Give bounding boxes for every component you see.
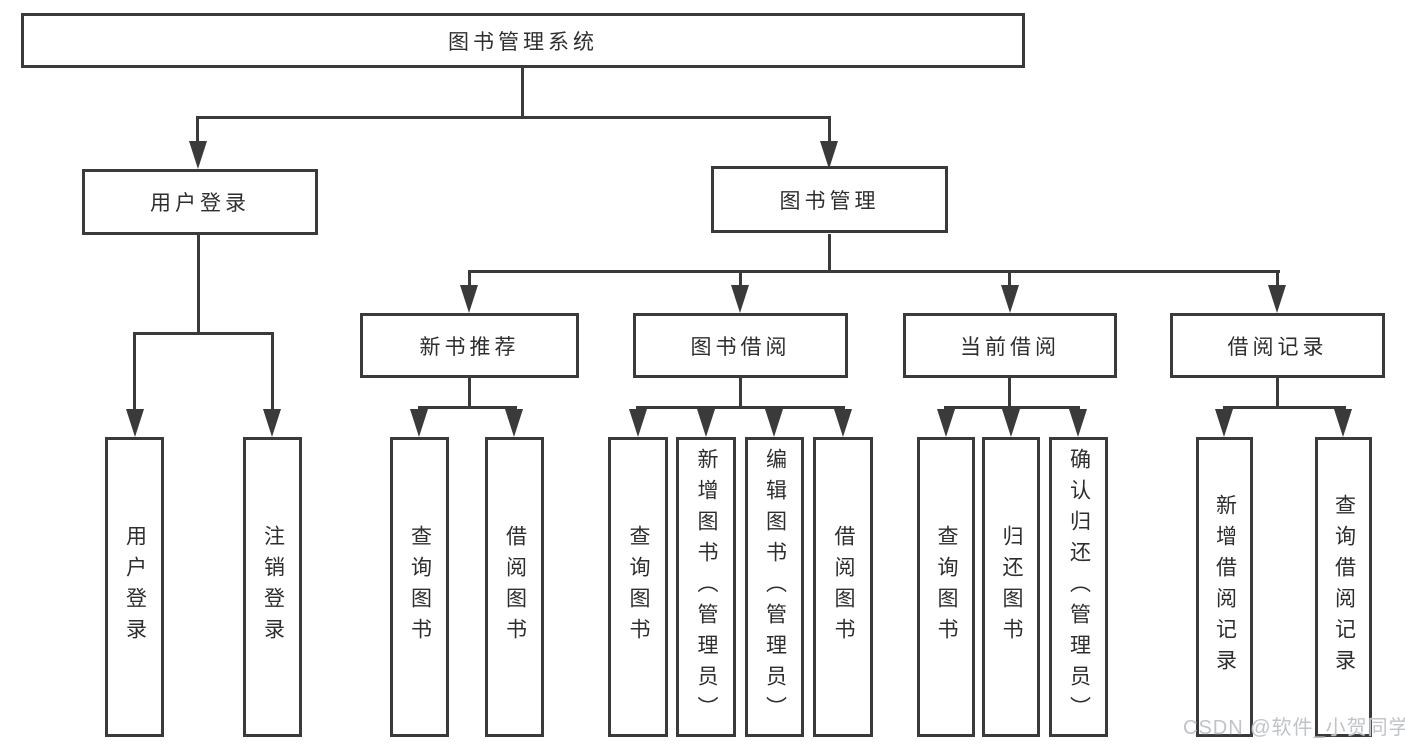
connector-line [1008,378,1011,408]
leaf-return-book: 归还图书 [982,437,1040,737]
connector-line [828,116,831,144]
arrowhead-down-icon [410,409,428,437]
connector-line [739,270,742,287]
node-current-borrowing: 当前借阅 [903,313,1117,378]
arrowhead-down-icon [126,409,144,437]
leaf-user-login: 用户登录 [105,437,164,737]
node-book-borrowing: 图书借阅 [633,313,848,378]
connector-line [133,332,274,335]
leaf-query-books-recommend: 查询图书 [390,437,449,737]
arrowhead-down-icon [1334,409,1352,437]
leaf-query-books-borrowing: 查询图书 [608,437,668,737]
arrowhead-down-icon [1268,285,1286,313]
leaf-add-book-admin: 新增图书（管理员） [676,437,736,737]
connector-line [1276,378,1279,408]
connector-line [1008,270,1011,287]
node-root-system: 图书管理系统 [21,13,1025,68]
leaf-add-borrow-record: 新增借阅记录 [1196,437,1253,737]
arrowhead-down-icon [1002,409,1020,437]
connector-line [1223,406,1346,409]
connector-line [418,406,517,409]
leaf-borrow-books-recommend: 借阅图书 [485,437,544,737]
leaf-borrow-books: 借阅图书 [813,437,873,737]
arrowhead-down-icon [505,409,523,437]
arrowhead-down-icon [731,285,749,313]
leaf-query-borrow-record: 查询借阅记录 [1315,437,1372,737]
connector-line [468,270,1280,273]
arrowhead-down-icon [765,409,783,437]
watermark: CSDN @软件_小贺同学 [1183,717,1405,739]
connector-line [271,332,274,412]
arrowhead-down-icon [460,285,478,313]
leaf-query-books-current: 查询图书 [917,437,975,737]
arrowhead-down-icon [820,141,838,169]
connector-line [739,378,742,408]
node-book-management: 图书管理 [711,166,948,233]
connector-line [133,332,136,412]
node-new-book-recommend: 新书推荐 [360,313,579,378]
arrowhead-down-icon [1069,409,1087,437]
leaf-edit-book-admin: 编辑图书（管理员） [745,437,804,737]
leaf-confirm-return-admin: 确认归还（管理员） [1049,437,1108,737]
arrowhead-down-icon [629,409,647,437]
connector-line [521,68,524,117]
connector-line [197,234,200,335]
arrowhead-down-icon [937,409,955,437]
arrowhead-down-icon [189,141,207,169]
node-borrowing-records: 借阅记录 [1170,313,1385,378]
connector-line [196,116,199,144]
arrowhead-down-icon [1001,285,1019,313]
arrowhead-down-icon [1215,409,1233,437]
connector-line [828,234,831,272]
node-user-login: 用户登录 [82,169,318,235]
leaf-logout: 注销登录 [243,437,302,737]
connector-line [636,406,845,409]
arrowhead-down-icon [263,409,281,437]
connector-line [1276,270,1279,287]
connector-line [468,270,471,287]
connector-line [468,378,471,408]
connector-line [196,116,830,119]
arrowhead-down-icon [697,409,715,437]
arrowhead-down-icon [834,409,852,437]
